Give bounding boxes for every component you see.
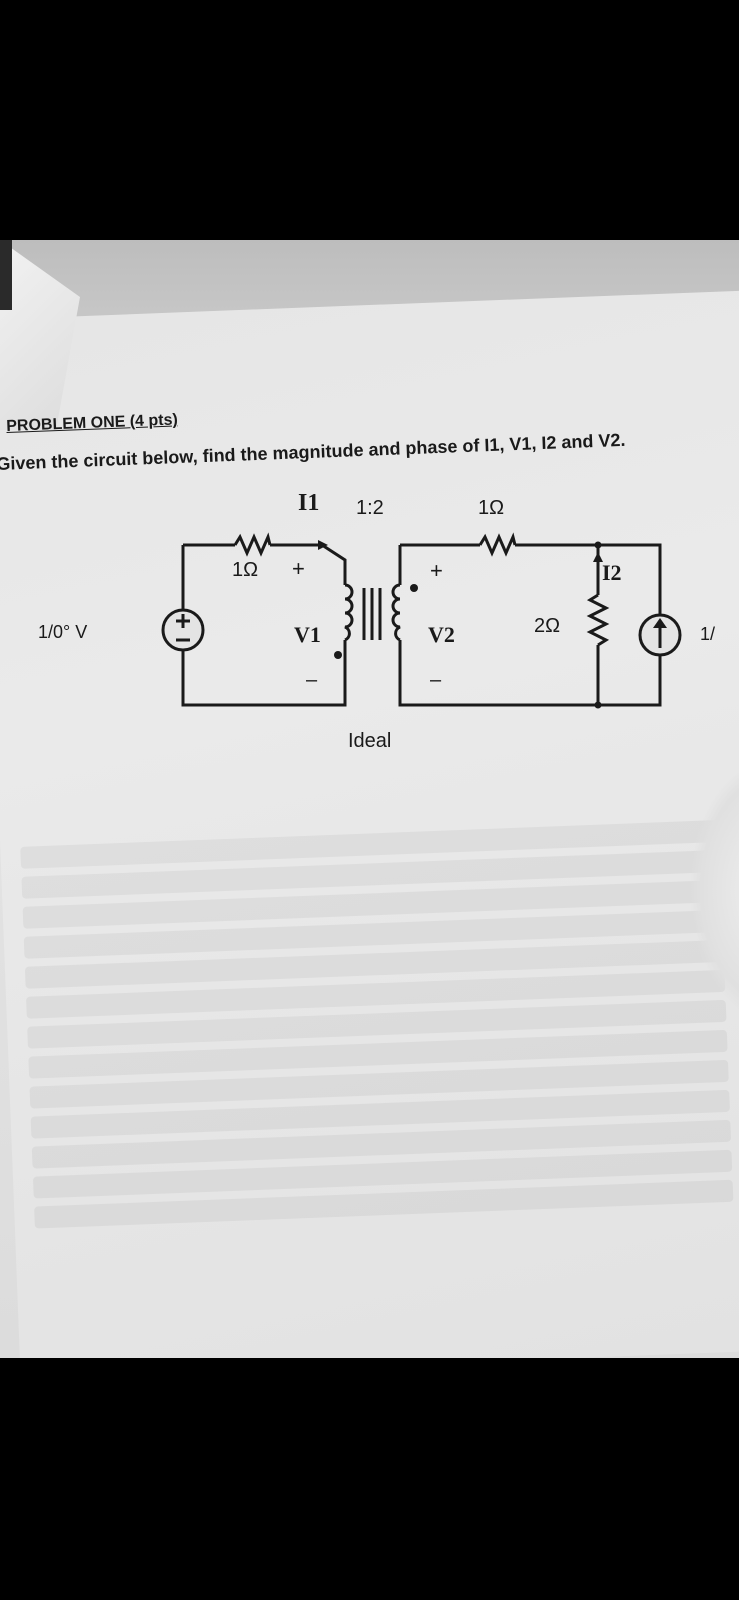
primary-coil xyxy=(344,583,354,642)
wire xyxy=(515,543,662,615)
v1-label: V1 xyxy=(294,622,321,647)
secondary-coil xyxy=(391,583,401,642)
circuit-diagram: I1 1:2 1Ω + 1Ω + I2 1/0° V V1 V2 2Ω 1/ –… xyxy=(38,490,715,752)
polarity-dot xyxy=(334,651,342,659)
r3-label: 2Ω xyxy=(534,615,560,637)
resistor-1 xyxy=(233,532,272,557)
wire xyxy=(321,543,347,585)
v2-label: V2 xyxy=(428,622,455,647)
r1-label: 1Ω xyxy=(232,559,258,581)
v2-minus: – xyxy=(430,669,442,691)
node xyxy=(594,701,602,709)
resistor-3 xyxy=(586,593,610,647)
page-edge-shadow xyxy=(0,240,12,310)
i2-label: I2 xyxy=(602,560,622,585)
i1-label: I1 xyxy=(298,490,319,516)
source-label: 1/0° V xyxy=(38,622,87,642)
node xyxy=(594,541,602,549)
current-arrow-head-icon xyxy=(653,618,667,628)
i2-arrow-icon xyxy=(593,552,603,562)
faint-bleedthrough xyxy=(0,811,739,1358)
v1-minus: – xyxy=(306,669,318,691)
polarity-dot xyxy=(410,584,418,592)
hand-shadow xyxy=(689,760,739,1020)
photo-area: PROBLEM ONE (4 pts) Given the circuit be… xyxy=(0,240,739,1358)
v2-plus: + xyxy=(430,558,443,583)
voltage-source-icon xyxy=(161,608,205,652)
resistor-2 xyxy=(478,532,517,557)
i1-arrow-icon xyxy=(318,540,328,550)
transformer-label: Ideal xyxy=(348,730,391,752)
wire xyxy=(181,640,347,707)
v1-plus: + xyxy=(292,556,305,581)
wire xyxy=(398,640,662,707)
current-source-label: 1/ xyxy=(700,624,715,644)
ratio-label: 1:2 xyxy=(356,497,384,519)
r2-label: 1Ω xyxy=(478,497,504,519)
